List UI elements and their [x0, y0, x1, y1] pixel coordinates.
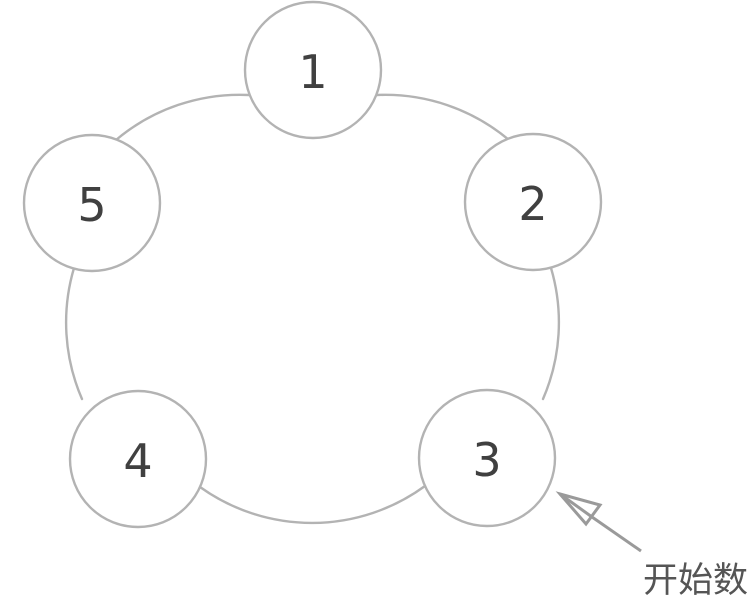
node-1-circle[interactable] [243, 0, 383, 140]
node-1-label: 1 [298, 45, 327, 99]
node-2-label: 2 [518, 177, 547, 231]
node-3-circle[interactable] [417, 388, 557, 528]
edge-4-5-arc [64, 266, 84, 401]
edge-group [64, 93, 561, 525]
node-2-circle[interactable] [463, 132, 603, 272]
edge-3-4-arc [198, 484, 427, 525]
node-5-circle[interactable] [22, 133, 162, 273]
node-3[interactable]: 3 [417, 388, 557, 528]
node-5[interactable]: 5 [22, 133, 162, 273]
node-1[interactable]: 1 [243, 0, 383, 140]
edge-1-2-arc [375, 93, 511, 142]
node-4-circle[interactable] [68, 389, 208, 529]
annotation-arrowhead-icon [555, 491, 603, 527]
edge-2-3-arc [541, 266, 561, 401]
node-group: 1 2 3 4 5 [22, 0, 603, 529]
node-4-label: 4 [123, 434, 152, 488]
start-annotation [555, 491, 642, 553]
node-3-label: 3 [472, 433, 501, 487]
node-4[interactable]: 4 [68, 389, 208, 529]
node-2[interactable]: 2 [463, 132, 603, 272]
annotation-arrow-shaft [591, 515, 642, 553]
annotation-arrowhead-inner-line [559, 492, 593, 519]
node-5-label: 5 [77, 178, 106, 232]
edge-5-1-arc [114, 93, 251, 142]
annotation-label: 开始数 [643, 561, 748, 601]
